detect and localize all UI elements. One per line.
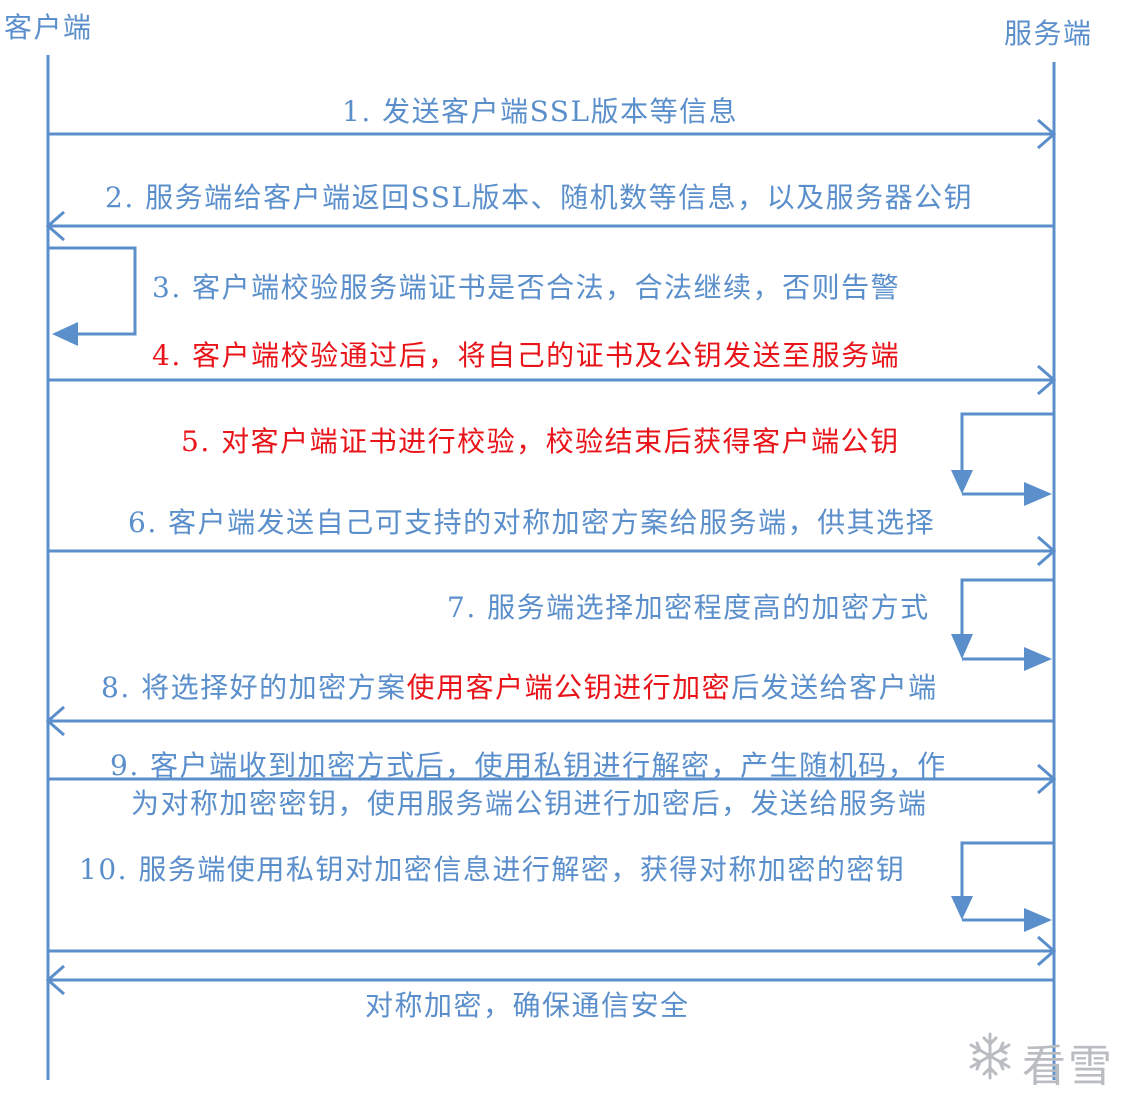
self-loop-10-down-head	[951, 896, 973, 920]
message-6: 6. 客户端发送自己可支持的对称加密方案给服务端，供其选择	[128, 506, 936, 539]
watermark-logo	[969, 1032, 1011, 1080]
self-loop-3	[48, 246, 137, 336]
self-loop-5-down-head	[951, 470, 973, 494]
arrow-11a-head	[1037, 935, 1057, 967]
self-loop-7-head	[1024, 647, 1052, 671]
arrow-1-head	[1037, 118, 1057, 150]
message-9-line-1: 9. 客户端收到加密方式后，使用私钥进行解密，产生随机码，作	[110, 749, 947, 782]
message-8-part-c: 后发送给客户端	[731, 671, 938, 704]
self-loop-3-head	[52, 322, 78, 346]
message-5: 5. 对客户端证书进行校验，校验结束后获得客户端公钥	[181, 425, 900, 458]
message-10: 10. 服务端使用私钥对加密信息进行解密，获得对称加密的密钥	[79, 853, 906, 886]
arrow-11b-head	[45, 964, 65, 996]
message-1: 1. 发送客户端SSL版本等信息	[342, 95, 739, 128]
snowflake-icon	[969, 1032, 1011, 1080]
server-actor-label: 服务端	[1004, 17, 1093, 50]
message-2: 2. 服务端给客户端返回SSL版本、随机数等信息，以及服务器公钥	[105, 181, 974, 214]
message-7: 7. 服务端选择加密程度高的加密方式	[447, 591, 930, 624]
arrow-6-head	[1037, 535, 1057, 567]
self-loop-10-head	[1024, 908, 1052, 932]
self-loop-7	[960, 578, 1054, 642]
message-8-part-a: 8. 将选择好的加密方案	[101, 671, 407, 704]
message-3: 3. 客户端校验服务端证书是否合法，合法继续，否则告警	[152, 271, 901, 304]
arrow-8-head	[45, 705, 65, 737]
self-loop-10	[960, 841, 1054, 904]
arrow-4-head	[1037, 364, 1057, 396]
message-9-line-2: 为对称加密密钥，使用服务端公钥进行加密后，发送给服务端	[131, 787, 928, 820]
self-loop-5	[960, 412, 1054, 478]
message-11: 对称加密，确保通信安全	[365, 989, 690, 1022]
arrow-9-head	[1037, 763, 1057, 795]
message-8: 8. 将选择好的加密方案使用客户端公钥进行加密后发送给客户端	[101, 670, 938, 706]
watermark-text: 看雪	[1022, 1041, 1114, 1092]
message-4: 4. 客户端校验通过后，将自己的证书及公钥发送至服务端	[152, 339, 901, 372]
self-loop-7-down-head	[951, 634, 973, 659]
client-actor-label: 客户端	[4, 11, 93, 44]
arrow-2-head	[45, 210, 65, 242]
self-loop-5-head	[1024, 482, 1052, 506]
message-8-part-b: 使用客户端公钥进行加密	[406, 671, 732, 704]
